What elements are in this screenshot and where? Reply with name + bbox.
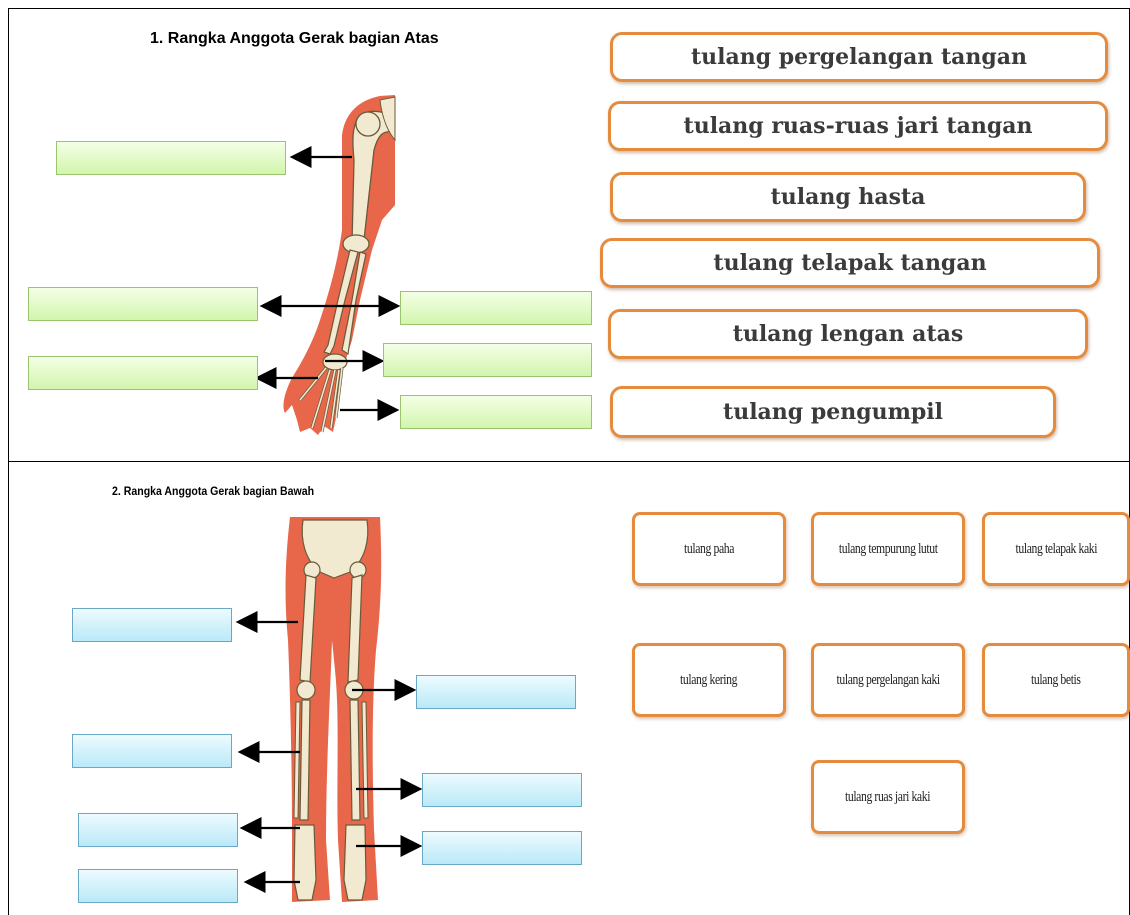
option-card[interactable]: tulang ruas-ruas jari tangan — [608, 101, 1108, 151]
option-card[interactable]: tulang pengumpil — [610, 386, 1056, 438]
option-card[interactable]: tulang lengan atas — [608, 309, 1088, 359]
answer-box-upper-5[interactable] — [383, 343, 592, 377]
answer-box-lower-4[interactable] — [422, 773, 582, 807]
section2-title: 2. Rangka Anggota Gerak bagian Bawah — [112, 484, 314, 498]
option-card[interactable]: tulang pergelangan kaki — [811, 643, 965, 717]
option-card[interactable]: tulang telapak tangan — [600, 238, 1100, 288]
option-card[interactable]: tulang telapak kaki — [982, 512, 1130, 586]
option-card[interactable]: tulang kering — [632, 643, 786, 717]
answer-box-lower-7[interactable] — [78, 869, 238, 903]
option-card[interactable]: tulang pergelangan tangan — [610, 32, 1108, 82]
answer-box-upper-1[interactable] — [56, 141, 286, 175]
option-card[interactable]: tulang paha — [632, 512, 786, 586]
option-card[interactable]: tulang betis — [982, 643, 1130, 717]
answer-box-upper-2[interactable] — [28, 287, 258, 321]
answer-box-lower-2[interactable] — [416, 675, 576, 709]
answer-box-lower-1[interactable] — [72, 608, 232, 642]
option-card[interactable]: tulang hasta — [610, 172, 1086, 222]
answer-box-upper-6[interactable] — [400, 395, 592, 429]
answer-box-lower-5[interactable] — [78, 813, 238, 847]
answer-box-upper-4[interactable] — [400, 291, 592, 325]
answer-box-lower-3[interactable] — [72, 734, 232, 768]
answer-box-upper-3[interactable] — [28, 356, 258, 390]
answer-box-lower-6[interactable] — [422, 831, 582, 865]
option-card[interactable]: tulang ruas jari kaki — [811, 760, 965, 834]
option-card[interactable]: tulang tempurung lutut — [811, 512, 965, 586]
